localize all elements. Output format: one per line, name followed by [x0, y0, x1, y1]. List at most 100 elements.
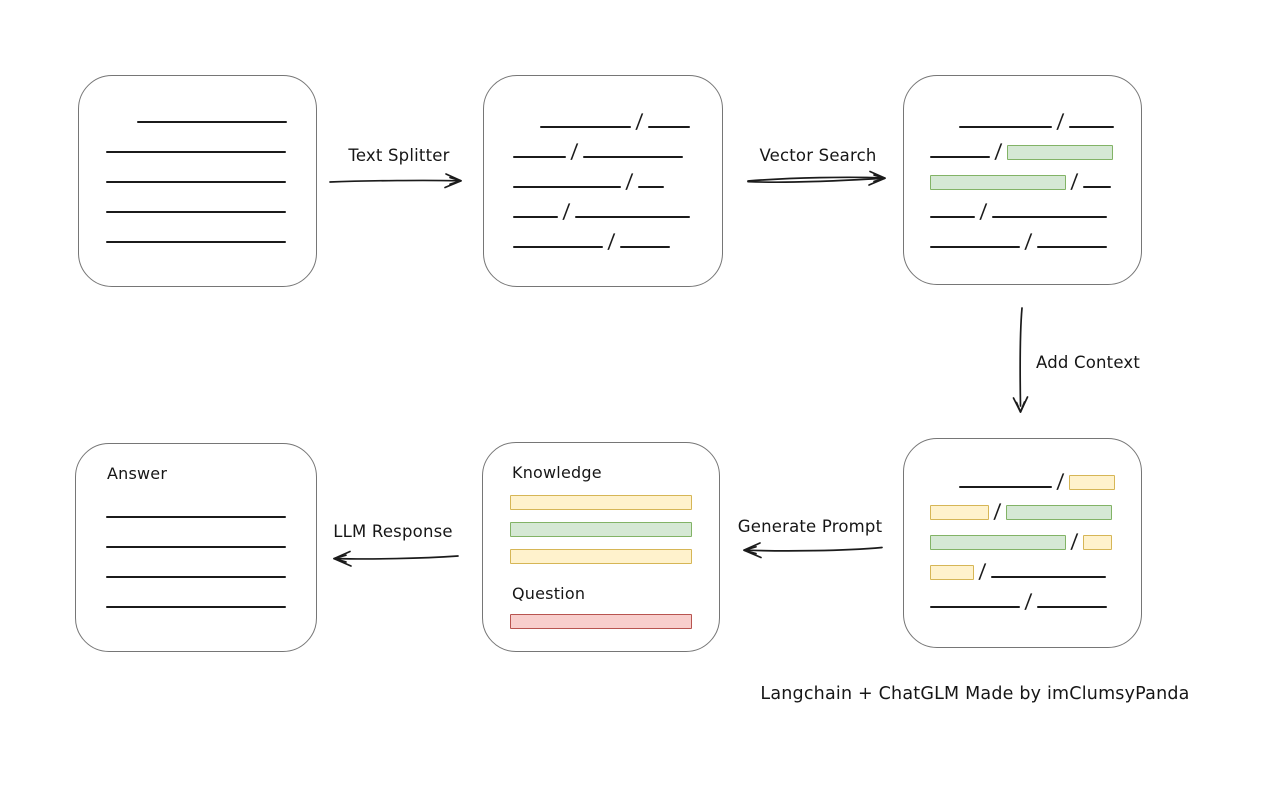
text-line: [637, 186, 664, 188]
text-line: [574, 216, 690, 218]
row-indent: [904, 577, 930, 578]
text-line: [930, 606, 1020, 608]
text-line: [619, 246, 670, 248]
chunk-separator: /: [1070, 529, 1079, 553]
row-indent: [904, 127, 959, 128]
chunk-separator: /: [562, 199, 571, 223]
llm-response-label: LLM Response: [333, 522, 453, 541]
vector-matches-rows: /////: [904, 76, 1141, 284]
knowledge-label: Knowledge: [512, 463, 602, 482]
text-line: [647, 126, 690, 128]
text-chunk-row: /: [904, 218, 1141, 253]
green-highlight-chunk: [930, 175, 1066, 190]
chunk-separator: /: [1056, 109, 1065, 133]
text-line: [106, 606, 286, 608]
red-bar: [510, 614, 692, 629]
text-chunk-row: /: [904, 188, 1141, 223]
vector-search-arrow-icon: [747, 170, 886, 186]
yellow-highlight-chunk: [1082, 535, 1112, 550]
text-line: [959, 486, 1052, 488]
text-line: [513, 216, 558, 218]
row-indent: [904, 157, 930, 158]
question-label: Question: [512, 584, 586, 603]
document-box: [78, 75, 317, 287]
text-chunk-row: /: [904, 518, 1141, 553]
text-line: [106, 516, 286, 518]
chunk-separator: /: [993, 499, 1002, 523]
row-indent: [904, 487, 959, 488]
row-indent: [904, 517, 930, 518]
text-line: [1036, 606, 1107, 608]
text-line: [513, 156, 566, 158]
text-line: [106, 546, 286, 548]
text-line: [582, 156, 683, 158]
text-chunk-row: /: [904, 488, 1141, 523]
text-chunk-row: /: [904, 98, 1141, 133]
yellow-bar: [510, 495, 692, 510]
green-highlight-chunk: [1006, 145, 1113, 160]
text-chunk-row: /: [904, 158, 1141, 193]
green-highlight-chunk: [1005, 505, 1112, 520]
vector-matches-box: /////: [903, 75, 1142, 285]
text-line: [106, 151, 286, 153]
text-line: [106, 576, 286, 578]
chunk-separator: /: [607, 229, 616, 253]
chunk-separator: /: [994, 139, 1003, 163]
text-line: [1082, 186, 1111, 188]
chunk-separator: /: [1024, 589, 1033, 613]
text-line: [990, 576, 1106, 578]
chunk-separator: /: [635, 109, 644, 133]
llm-response-arrow-icon: [333, 550, 459, 567]
text-line: [930, 156, 990, 158]
chunk-separator: /: [625, 169, 634, 193]
text-line: [991, 216, 1107, 218]
yellow-highlight-chunk: [1068, 475, 1115, 490]
text-chunk-row: /: [484, 218, 722, 253]
text-line: [930, 216, 975, 218]
chunk-separator: /: [570, 139, 579, 163]
text-line: [137, 121, 287, 123]
text-line: [513, 246, 603, 248]
chunk-separator: /: [1024, 229, 1033, 253]
yellow-highlight-chunk: [930, 565, 974, 580]
caption-text: Langchain + ChatGLM Made by imClumsyPand…: [760, 684, 1190, 704]
row-indent: [484, 187, 513, 188]
generate-prompt-arrow-icon: [743, 542, 883, 559]
text-chunk-row: /: [484, 158, 722, 193]
green-highlight-chunk: [930, 535, 1066, 550]
text-chunk-row: /: [484, 188, 722, 223]
text-splitter-arrow-icon: [329, 173, 462, 189]
text-splitter-label: Text Splitter: [348, 146, 450, 165]
text-chunk-row: /: [904, 128, 1141, 163]
vector-search-label: Vector Search: [759, 146, 877, 165]
text-line: [106, 211, 286, 213]
row-indent: [484, 217, 513, 218]
chunk-separator: /: [978, 559, 987, 583]
text-line: [1036, 246, 1107, 248]
yellow-bar: [510, 549, 692, 564]
green-bar: [510, 522, 692, 537]
text-chunk-row: /: [484, 98, 722, 133]
row-indent: [904, 607, 930, 608]
text-chunk-row: /: [904, 548, 1141, 583]
row-indent: [904, 547, 930, 548]
text-line: [106, 241, 286, 243]
knowledge-bars: [510, 495, 692, 576]
chunk-separator: /: [1070, 169, 1079, 193]
row-indent: [484, 247, 513, 248]
generate-prompt-label: Generate Prompt: [737, 517, 883, 536]
yellow-highlight-chunk: [930, 505, 989, 520]
split-text-rows: / / / / /: [484, 76, 722, 286]
text-line: [959, 126, 1052, 128]
row-indent: [904, 187, 930, 188]
row-indent: [904, 217, 930, 218]
text-line: [540, 126, 631, 128]
text-line: [1068, 126, 1114, 128]
context-box: / / / / /: [903, 438, 1142, 648]
answer-box: Answer: [75, 443, 317, 652]
split-text-box: / / / / /: [483, 75, 723, 287]
add-context-arrow-icon: [1012, 307, 1029, 413]
text-chunk-row: /: [904, 458, 1141, 493]
answer-label: Answer: [107, 464, 168, 483]
